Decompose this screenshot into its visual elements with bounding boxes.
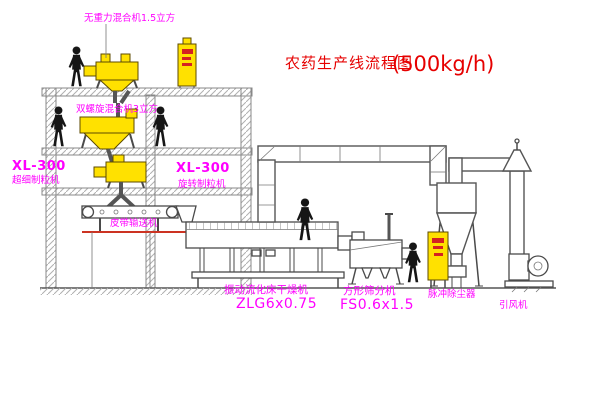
operator-top-floor [68, 46, 85, 87]
dryer-rib-top [187, 222, 337, 230]
cyclone-outlet-stub [448, 157, 463, 186]
dryer-base [191, 271, 345, 279]
mixer-body [95, 61, 139, 81]
cabinet-indicator [432, 238, 444, 243]
label-granulator-left-name: 超细制粒机 [12, 174, 60, 186]
building-structure [40, 87, 556, 295]
riser-duct [257, 159, 276, 223]
label-top-mixer: 无重力混合机1.5立方 [84, 12, 175, 24]
fan-motor [527, 255, 549, 277]
stack-cap [501, 149, 533, 172]
label-screw-mixer: 双螺旋混合机3立方 [76, 103, 158, 115]
cyclone-inlet-downpipe [429, 145, 447, 186]
control-cabinet-upper [177, 37, 197, 88]
feed-hopper [175, 205, 197, 223]
drawing-title: 农药生产线流程图 [285, 54, 413, 72]
dryer-supports [199, 248, 323, 272]
label-granulator-center-name: 旋转制粒机 [178, 178, 226, 190]
sieve-body [349, 239, 403, 269]
control-cabinet-lower [427, 231, 449, 288]
vibration-motor [251, 249, 262, 257]
horizontal-duct [257, 145, 447, 163]
fan-base [504, 280, 554, 288]
double-screw-mixer [79, 108, 138, 163]
label-dryer-name: 振动流化床干燥机 [224, 283, 308, 296]
conveyor-frame [81, 205, 179, 219]
screw-mixer-body [79, 116, 135, 134]
label-sieve-model: FS0.6x1.5 [340, 297, 414, 313]
granulator-motor [93, 166, 107, 178]
gravity-free-mixer [83, 53, 139, 118]
label-dust-collector: 脉冲除尘器 [428, 288, 476, 300]
granulator-body [105, 161, 147, 183]
fluid-bed-dryer [185, 221, 353, 288]
mixer-cone [98, 79, 136, 92]
cabinet-indicator [182, 49, 193, 54]
square-sieve [348, 213, 413, 285]
fan-housing [508, 253, 530, 281]
exhaust-ducting [257, 145, 447, 223]
cyclone-separator [430, 157, 513, 288]
belt-conveyor [81, 205, 248, 288]
annotations: 农药生产线流程图 (500kg/h) 无重力混合机1.5立方 双螺旋混合机3立方… [12, 12, 528, 313]
mixer-motor [83, 65, 97, 77]
label-belt-conveyor: 皮带输送机 [110, 217, 158, 229]
column-middle [145, 94, 156, 289]
label-dryer-model: ZLG6x0.75 [236, 296, 317, 312]
screw-mixer-cone [82, 132, 132, 150]
column-right [240, 87, 252, 289]
ground-hatch [40, 288, 254, 295]
label-sieve-name: 方形筛分机 [343, 284, 396, 297]
induced-draft-fan [504, 253, 554, 293]
exhaust-stack [501, 138, 533, 264]
stack-duct [509, 170, 525, 264]
screw-mixer-motor [125, 108, 138, 119]
label-fan: 引风机 [499, 299, 528, 311]
label-granulator-center-model: XL-300 [176, 161, 230, 176]
drawing-capacity: (500kg/h) [392, 52, 494, 76]
cyclone-cylinder [436, 182, 477, 214]
rotary-valve [446, 265, 467, 278]
label-granulator-left-model: XL-300 [12, 159, 66, 174]
rotary-granulator [93, 154, 147, 210]
